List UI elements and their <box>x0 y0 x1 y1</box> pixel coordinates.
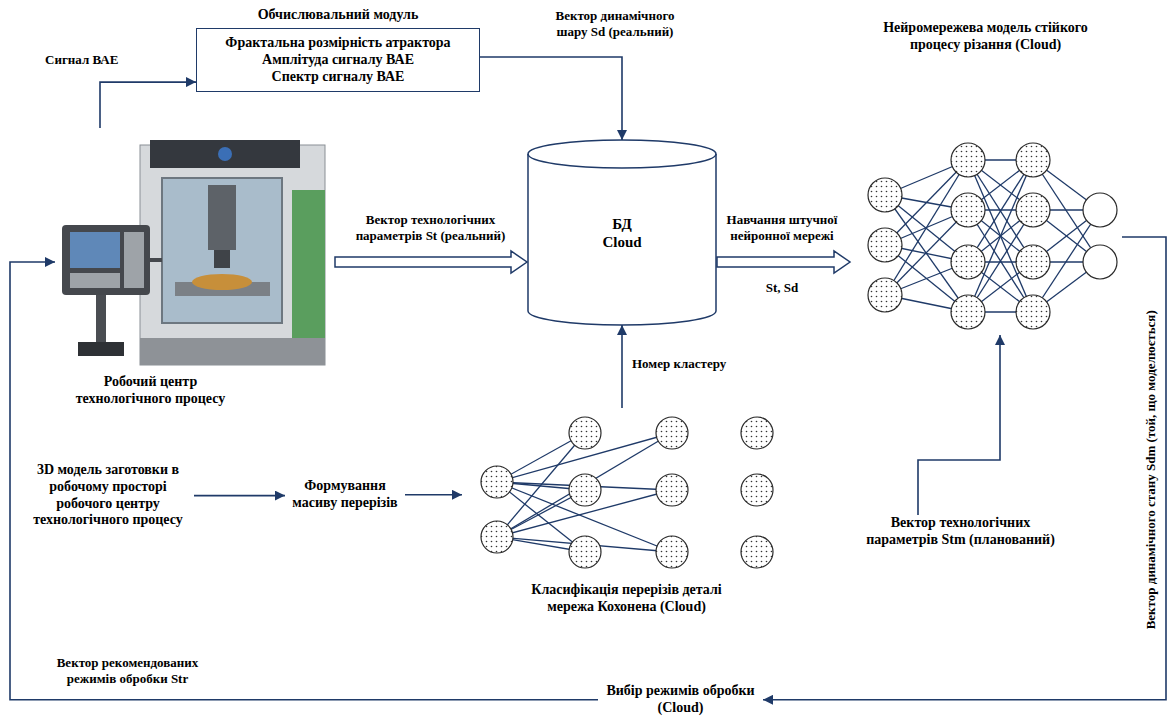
connector-arrow <box>194 495 285 497</box>
node-text: 3D модель заготовки в робочому просторі … <box>22 462 194 529</box>
neuron <box>1083 245 1117 279</box>
computing-module-box: Обчислювальний модульФрактальна розмірні… <box>196 28 480 92</box>
neural-network-illustration <box>868 143 1117 329</box>
machine-base <box>140 338 325 365</box>
machine-side-panel <box>292 190 325 340</box>
section-array-node: Формування масиву перерізів <box>285 478 405 512</box>
neuron <box>951 193 985 227</box>
database-cylinder: БД Cloud <box>527 140 717 325</box>
neuron <box>569 536 601 568</box>
node-text: Класифікація перерізів деталі мережа Кох… <box>509 582 744 616</box>
node-text: Вибір режимів обробки (Cloud) <box>598 683 763 717</box>
panel-keypad <box>124 232 144 288</box>
neuron <box>951 143 985 177</box>
neuron <box>656 417 688 449</box>
connector-arrow <box>10 262 598 700</box>
cylinder-rim <box>528 154 716 168</box>
neuron <box>741 474 773 506</box>
neuron <box>1083 193 1117 227</box>
edge-label: Вектор динамічного стану Sdm (той, що мо… <box>1142 310 1158 629</box>
neuron <box>868 278 902 312</box>
block-arrow <box>335 251 527 273</box>
neuron <box>569 417 601 449</box>
node-text: БД Cloud <box>597 215 647 251</box>
edge-label: Вектор динамічного шару Sd (реальний) <box>545 8 685 39</box>
edge-label: Вектор технологічних параметрів St (реал… <box>343 212 518 243</box>
neuron <box>481 466 513 498</box>
panel-cart <box>78 342 124 356</box>
neuron <box>868 228 902 262</box>
connector-arrow <box>621 325 623 408</box>
panel-arm <box>150 258 162 262</box>
network-link <box>968 160 1033 312</box>
neuron <box>951 245 985 279</box>
machine-rotary-table <box>192 274 252 290</box>
neuron <box>1016 143 1050 177</box>
connector-arrow <box>480 57 622 140</box>
cylinder-outline <box>527 140 717 325</box>
module-heading: Обчислювальний модуль <box>137 7 539 24</box>
machine-illustration <box>62 140 325 365</box>
neuron <box>741 417 773 449</box>
panel-screen <box>70 232 120 268</box>
connector-arrow <box>405 494 462 496</box>
neural-network-node: Нейромережева модель стійкого процесу рі… <box>850 20 1122 335</box>
panel-stand <box>96 292 106 344</box>
edge-label: Навчання штучної нейронної мережі <box>718 212 846 243</box>
node-text: Амплітуда сигналу ВАЕ <box>262 52 414 69</box>
control-panel <box>62 225 150 295</box>
signal-label: St, Sd <box>718 280 846 296</box>
connector-arrow <box>918 335 1000 515</box>
neuron <box>951 295 985 329</box>
connector-arrow <box>763 237 1166 700</box>
machine-top <box>150 140 300 168</box>
neuron <box>1016 193 1050 227</box>
block-arrow <box>717 251 850 273</box>
cylinder-body <box>528 140 716 325</box>
node-text: Нейромережева модель стійкого процесу рі… <box>868 20 1103 54</box>
neuron <box>741 536 773 568</box>
neuron <box>481 521 513 553</box>
machining-center-node: Робочий центр технологічного процесу <box>55 128 335 410</box>
mode-selection-node: Вибір режимів обробки (Cloud) <box>598 683 763 717</box>
machine-spindle <box>208 185 236 250</box>
node-text: Спектр сигналу ВАЕ <box>272 69 405 86</box>
edge-label: Вектор рекомендованих режимів обробки St… <box>40 655 215 686</box>
network-link <box>968 160 1033 312</box>
node-text: Фрактальна розмірність атрактора <box>225 35 450 52</box>
kohonen-network-illustration <box>481 417 773 568</box>
workpiece-model-node: 3D модель заготовки в робочому просторі … <box>22 462 194 529</box>
planned-parameters-node: Вектор технологічних параметрів Stm (пла… <box>858 515 1063 549</box>
machine-tool <box>214 250 230 268</box>
machine-body <box>140 145 325 365</box>
panel-keyboard <box>70 273 120 288</box>
neuron <box>868 178 902 212</box>
connector-arrow <box>100 82 196 128</box>
network-link <box>885 160 968 295</box>
node-text: Вектор технологічних параметрів Stm (пла… <box>858 515 1063 549</box>
node-text: Формування масиву перерізів <box>285 478 405 512</box>
neuron <box>656 536 688 568</box>
kohonen-network-node: Класифікація перерізів деталі мережа Кох… <box>462 408 792 618</box>
neuron <box>1016 295 1050 329</box>
neuron <box>569 474 601 506</box>
machine-window <box>162 178 282 323</box>
edge-label: Номер кластеру <box>632 356 726 372</box>
neuron <box>1016 245 1050 279</box>
node-text: Робочий центр технологічного процесу <box>63 374 238 408</box>
neuron <box>656 474 688 506</box>
edge-label: Сигнал ВАЕ <box>45 52 118 68</box>
machine-logo <box>218 147 232 161</box>
